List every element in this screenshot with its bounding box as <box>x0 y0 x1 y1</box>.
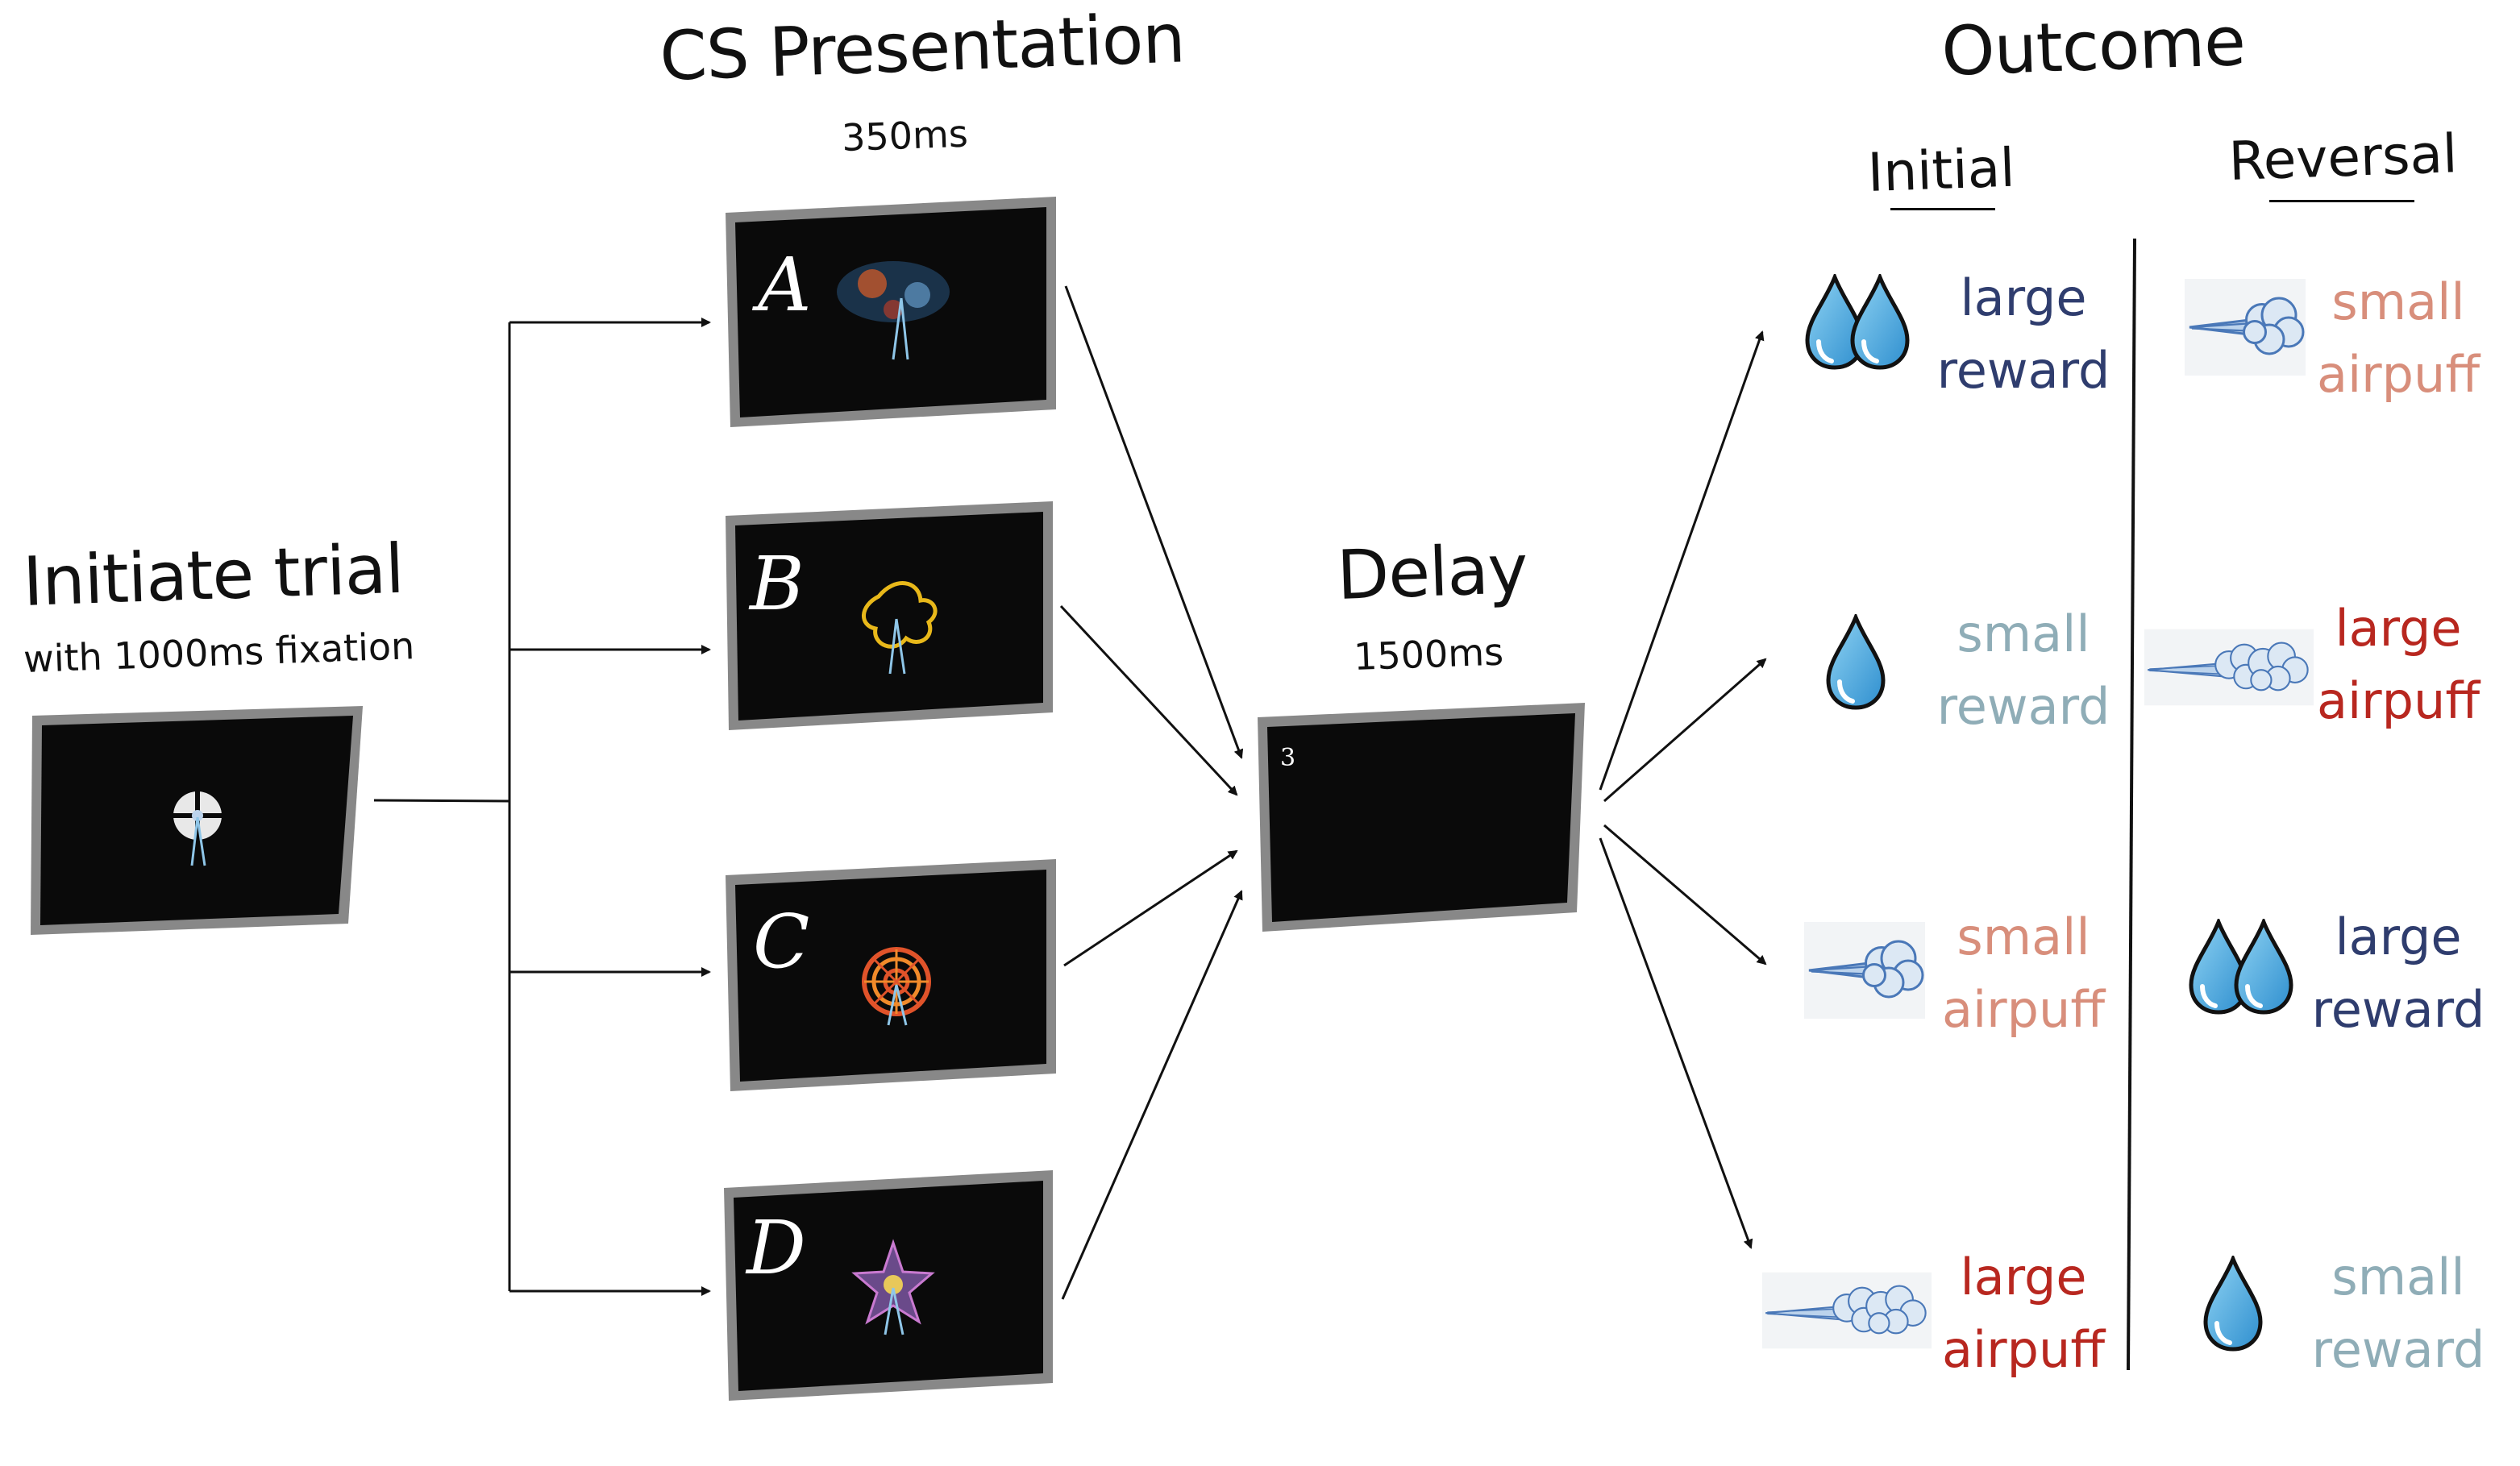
double-drop-icon <box>2191 922 2291 1012</box>
stimulus-d-letter: D <box>745 1205 806 1291</box>
fractal-a-icon <box>837 261 950 360</box>
initial-outcome-1-line2: reward <box>1936 340 2110 400</box>
cs-monitor-c: C <box>726 859 1056 1091</box>
initial-outcome-4-line1: large <box>1960 1248 2087 1306</box>
initial-outcome-3-line2: airpuff <box>1941 979 2106 1039</box>
reversal-outcome-2-line1: large <box>2335 599 2462 658</box>
stimulus-a-letter: A <box>751 242 811 328</box>
stimulus-c-letter: C <box>753 899 809 985</box>
drop-icon <box>1828 617 1883 708</box>
delay-to-outcome-arrows <box>1599 330 1767 1249</box>
initial-outcome-1: large reward <box>1919 262 2128 407</box>
reversal-outcome-4: small reward <box>2293 1241 2503 1386</box>
large-airpuff-icon <box>2144 628 2314 707</box>
cs-monitor-d: D <box>724 1170 1053 1401</box>
reversal-outcome-3-line2: reward <box>2311 979 2485 1039</box>
reversal-outcome-1-line2: airpuff <box>2316 344 2480 404</box>
initial-outcome-3: small airpuff <box>1919 901 2128 1046</box>
fixation-cross-icon <box>173 791 222 866</box>
reversal-outcome-1-line1: small <box>2331 272 2465 331</box>
delay-monitor: 3 <box>1258 703 1585 932</box>
small-airpuff-icon <box>2185 277 2306 377</box>
reversal-underline <box>2269 200 2414 202</box>
initial-outcome-4: large airpuff <box>1919 1241 2128 1386</box>
reversal-outcome-2-line2: airpuff <box>2316 671 2480 730</box>
branch-connectors <box>373 318 711 1296</box>
reversal-outcome-3-line1: large <box>2335 907 2462 966</box>
reversal-outcome-2: large airpuff <box>2293 592 2503 737</box>
cs-monitor-a: A <box>726 197 1056 427</box>
large-airpuff-icon <box>1762 1271 1932 1350</box>
initial-outcome-1-line1: large <box>1960 268 2087 327</box>
initial-outcome-2-line1: small <box>1957 604 2090 663</box>
reversal-outcome-4-line1: small <box>2331 1248 2465 1306</box>
cs-monitor-b: B <box>726 501 1053 730</box>
fractal-d-icon <box>851 1239 935 1335</box>
reversal-outcome-4-line2: reward <box>2311 1319 2485 1379</box>
initial-outcome-4-line2: airpuff <box>1941 1319 2106 1379</box>
drop-icon <box>2206 1259 2260 1349</box>
initial-outcome-2-line2: reward <box>1936 676 2110 736</box>
stimulus-b-letter: B <box>748 541 805 627</box>
double-drop-icon <box>1807 277 1907 368</box>
fractal-b-icon <box>862 581 938 675</box>
column-divider <box>2127 238 2136 1371</box>
fractal-c-icon <box>862 947 931 1026</box>
small-airpuff-icon <box>1804 920 1925 1020</box>
initial-outcome-2: small reward <box>1919 598 2128 743</box>
reversal-outcome-1: small airpuff <box>2293 266 2503 411</box>
initial-underline <box>1890 208 1995 210</box>
delay-screen-text: 3 <box>1280 744 1295 772</box>
fixation-monitor <box>31 706 363 935</box>
reversal-outcome-3: large reward <box>2293 901 2503 1046</box>
cs-to-delay-arrows <box>1059 285 1244 1300</box>
initial-outcome-3-line1: small <box>1957 907 2090 966</box>
